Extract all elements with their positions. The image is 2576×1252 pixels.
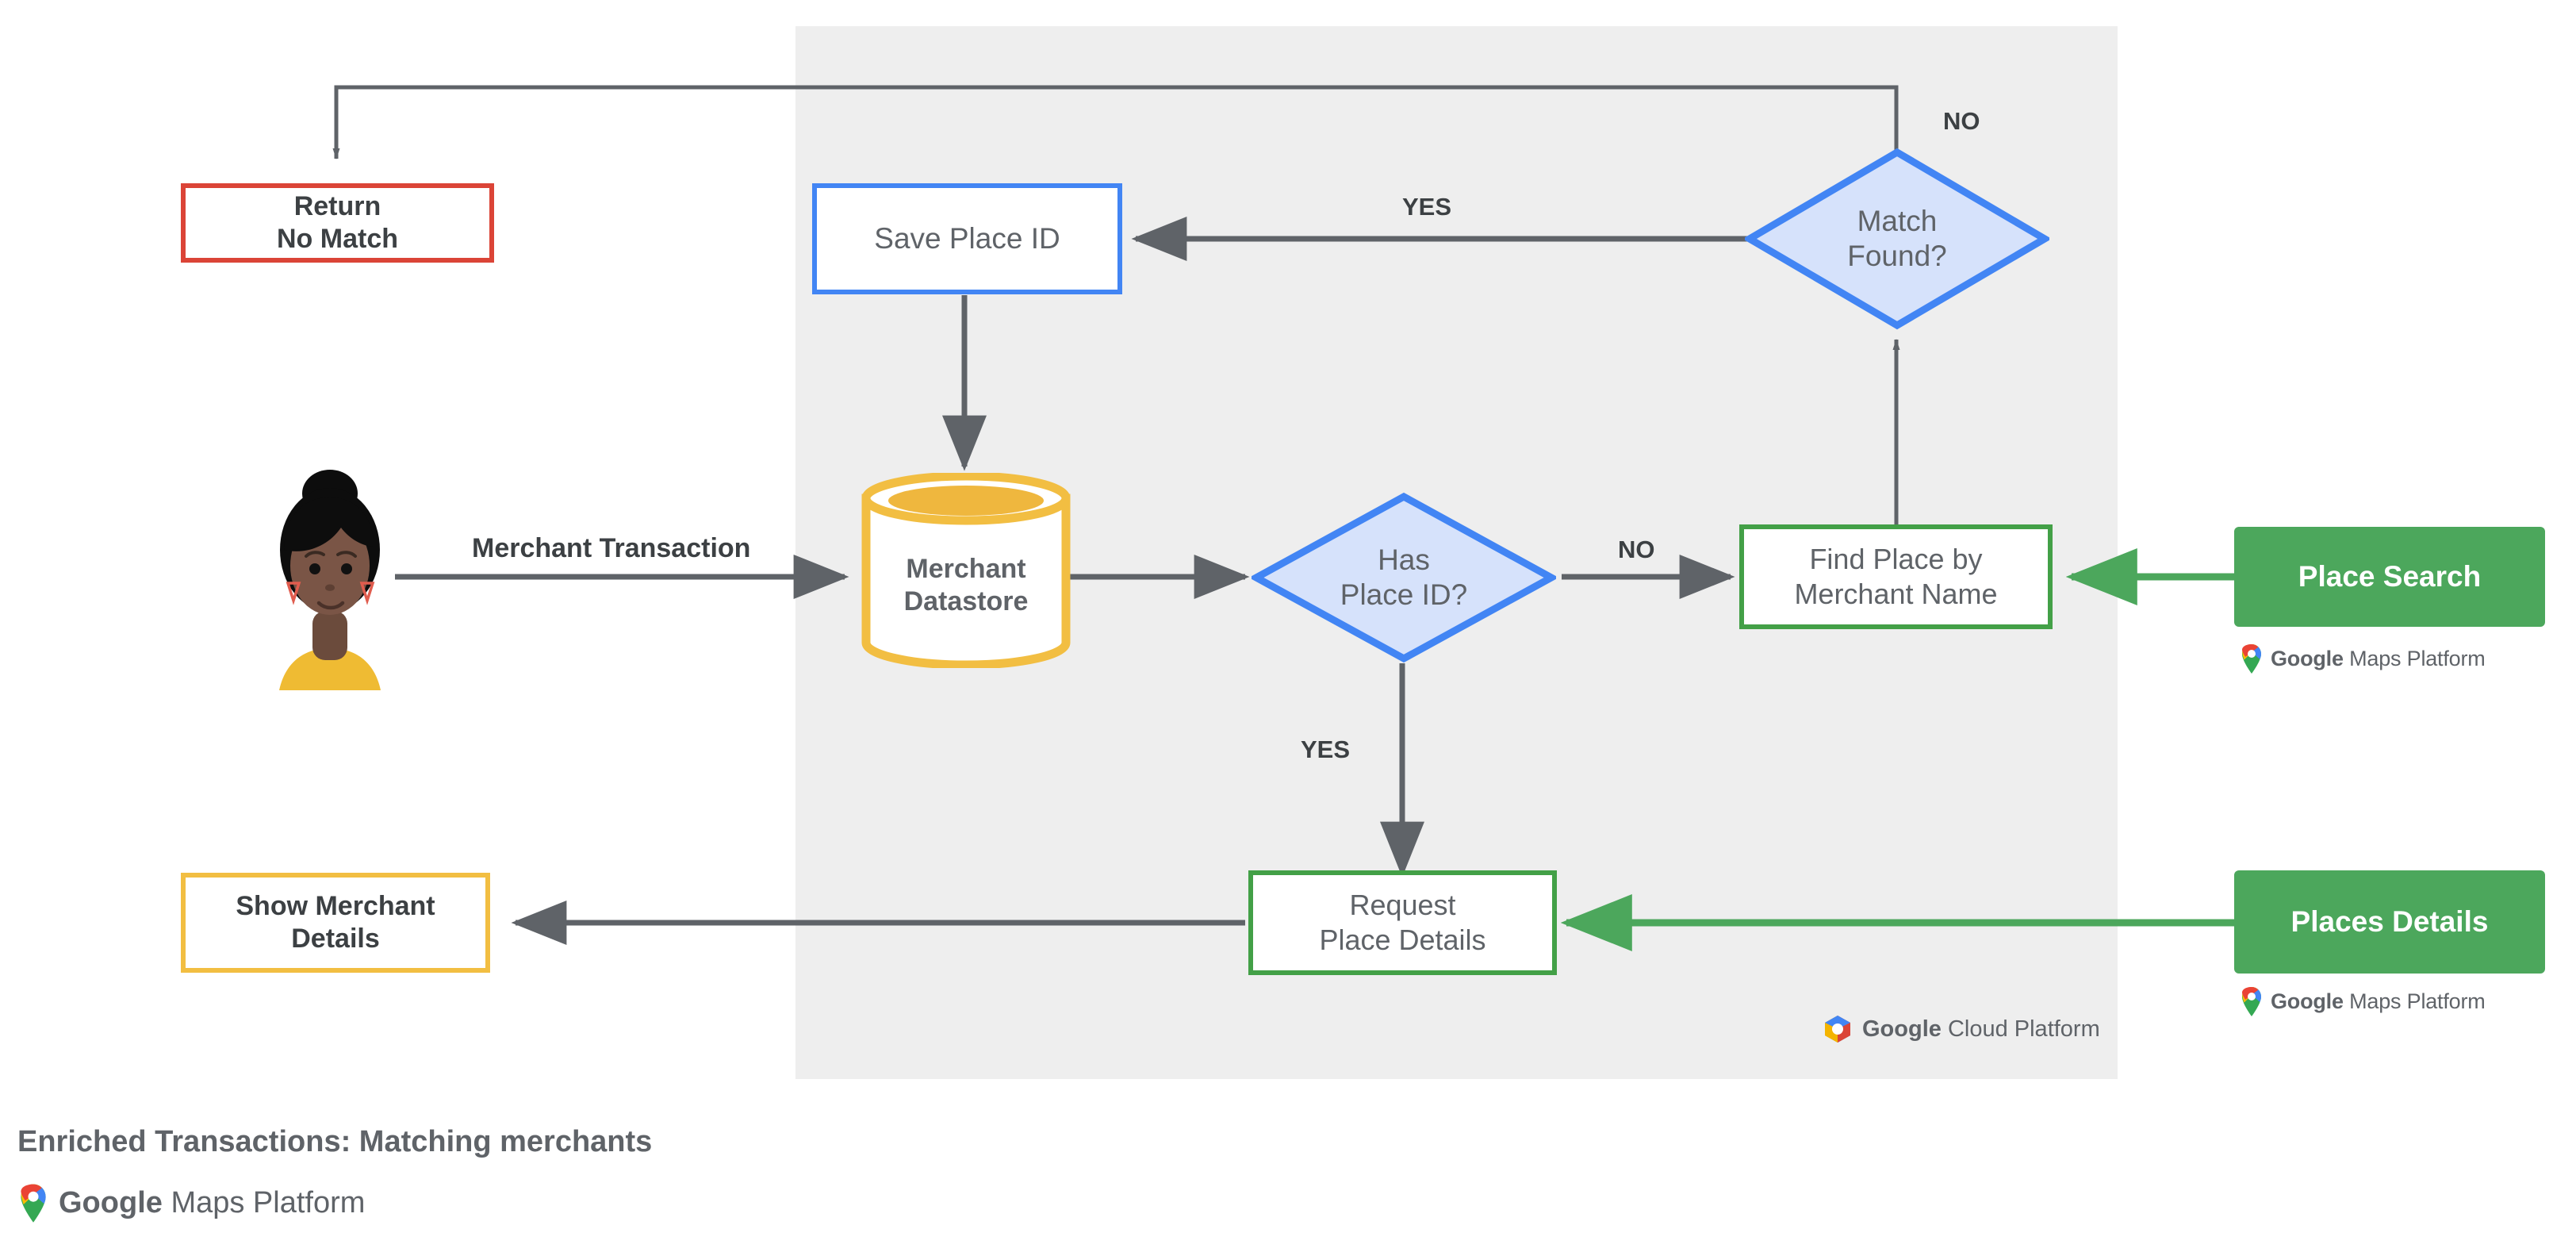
google-maps-pin-icon — [21, 1184, 46, 1223]
product-place-search-label: Place Search — [2298, 560, 2482, 593]
product-places-details-label: Places Details — [2290, 905, 2489, 938]
node-request-place-details-label: Request Place Details — [1319, 889, 1486, 956]
maps-platform-wordmark: Google Maps Platform — [59, 1185, 366, 1219]
node-show-merchant-details[interactable]: Show Merchant Details — [181, 873, 490, 973]
edge-label-no-has-place-id: NO — [1618, 536, 1655, 563]
maps-platform-wordmark: Google Maps Platform — [2271, 989, 2486, 1013]
edge-label-yes-has-place-id: YES — [1301, 735, 1351, 763]
edge-label-merchant-transaction: Merchant Transaction — [472, 533, 751, 563]
page-title: Enriched Transactions: Matching merchant… — [17, 1125, 653, 1158]
caption-maps-platform-lockup: Google Maps Platform — [17, 1182, 365, 1223]
google-cloud-platform-lockup: Google Cloud Platform — [1821, 1014, 2100, 1044]
maps-platform-wordmark: Google Maps Platform — [2271, 646, 2486, 670]
merchant-customer-avatar — [262, 464, 398, 690]
node-find-place-label: Find Place by Merchant Name — [1794, 543, 1998, 610]
product-places-details[interactable]: Places Details — [2234, 870, 2545, 974]
places-details-maps-platform-lockup: Google Maps Platform — [2240, 985, 2486, 1017]
google-maps-pin-icon — [2242, 987, 2261, 1016]
node-find-place-by-merchant-name[interactable]: Find Place by Merchant Name — [1739, 524, 2053, 629]
edge-label-no-match-found: NO — [1943, 107, 1980, 135]
node-match-found[interactable]: Match Found? — [1745, 148, 2049, 330]
node-match-found-label: Match Found? — [1847, 204, 1947, 272]
edge-no-to-return-no-match — [332, 85, 1899, 159]
node-merchant-datastore[interactable]: Merchant Datastore — [860, 473, 1072, 668]
node-request-place-details[interactable]: Request Place Details — [1248, 870, 1557, 975]
google-maps-pin-icon — [2242, 644, 2261, 674]
node-return-no-match-label: Return No Match — [277, 190, 398, 254]
node-has-place-id-label: Has Place ID? — [1340, 543, 1468, 611]
node-return-no-match[interactable]: Return No Match — [181, 183, 494, 263]
edge-label-yes-match-found: YES — [1402, 193, 1452, 221]
google-cloud-platform-wordmark: Google Cloud Platform — [1862, 1016, 2100, 1042]
node-merchant-datastore-label: Merchant Datastore — [903, 554, 1029, 616]
node-has-place-id[interactable]: Has Place ID? — [1252, 492, 1556, 663]
node-save-place-id-label: Save Place ID — [874, 222, 1060, 255]
google-cloud-hexagon-icon — [1825, 1016, 1850, 1043]
product-place-search[interactable]: Place Search — [2234, 527, 2545, 627]
place-search-maps-platform-lockup: Google Maps Platform — [2240, 643, 2486, 674]
node-save-place-id[interactable]: Save Place ID — [812, 183, 1122, 294]
node-show-merchant-details-label: Show Merchant Details — [236, 890, 435, 954]
